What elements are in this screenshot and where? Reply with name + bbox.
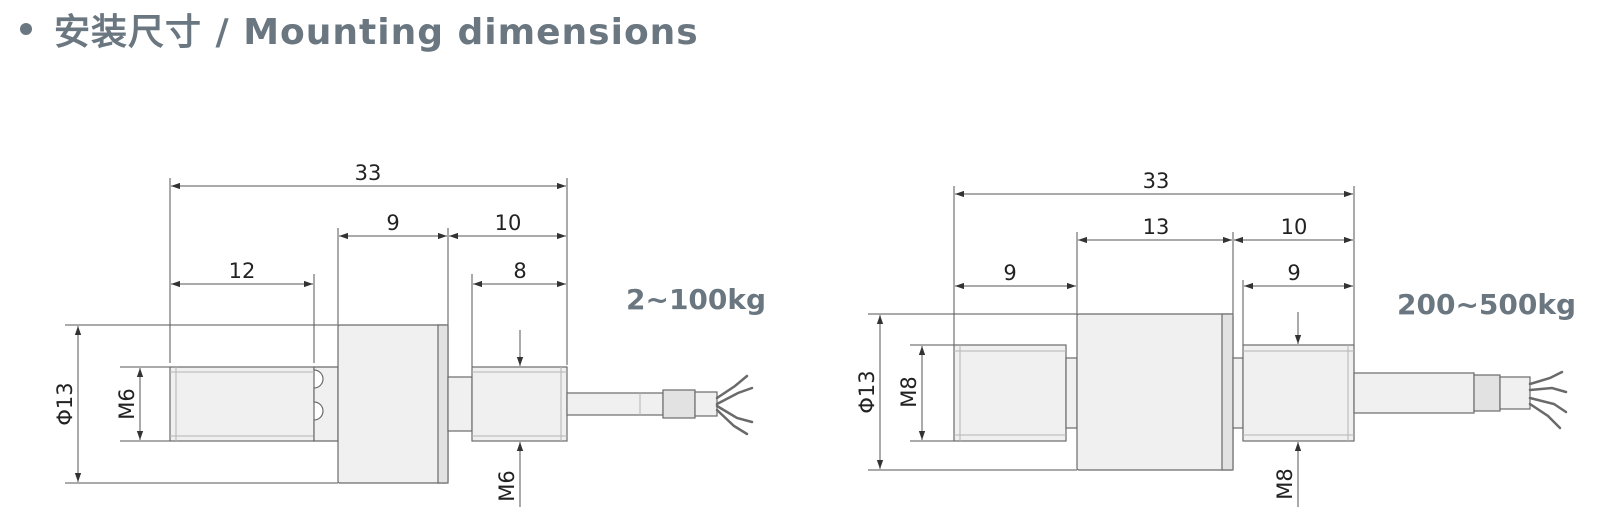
body-flange xyxy=(1221,313,1234,471)
range-label: 200~500kg xyxy=(1397,288,1576,321)
collar xyxy=(1232,357,1244,429)
sensor-large-drawing: 33 13 10 9 9 Φ13 M8 M8 200~500kg xyxy=(855,169,1576,507)
dimension-lines xyxy=(74,182,566,507)
cable-sleeve xyxy=(1473,374,1501,412)
neck xyxy=(1065,357,1078,429)
bullet-icon xyxy=(20,23,32,35)
dim-diameter-label: Φ13 xyxy=(53,382,77,425)
left-thread xyxy=(169,366,315,442)
dim-right-section-label: 10 xyxy=(1281,215,1308,239)
cable-braid xyxy=(1499,376,1531,410)
left-thread xyxy=(953,344,1067,442)
dim-left-thread-size-label: M6 xyxy=(115,388,139,419)
dim-right-thread-label: 9 xyxy=(1287,261,1300,285)
dimension-lines xyxy=(876,190,1353,507)
dim-body-label: 13 xyxy=(1143,215,1170,239)
dim-left-thread-label: 9 xyxy=(1003,261,1016,285)
collar xyxy=(447,376,473,432)
dim-total-label: 33 xyxy=(1143,169,1170,193)
section-header: 安装尺寸 / Mounting dimensions xyxy=(20,4,699,54)
body-flange xyxy=(437,324,449,484)
extension-lines xyxy=(65,178,568,484)
wire-ends xyxy=(715,374,754,436)
cable xyxy=(566,392,664,416)
neck xyxy=(313,366,339,442)
dim-diameter-label: Φ13 xyxy=(855,370,879,413)
dim-body-label: 9 xyxy=(386,211,399,235)
section-title: 安装尺寸 / Mounting dimensions xyxy=(54,12,699,53)
range-label: 2~100kg xyxy=(626,283,766,316)
thread-lines xyxy=(170,367,314,441)
wire-ends xyxy=(1528,370,1568,430)
right-thread xyxy=(1242,344,1355,442)
dim-right-thread-size-label: M8 xyxy=(1273,468,1297,499)
dim-total-label: 33 xyxy=(355,161,382,185)
body xyxy=(337,324,449,484)
dim-right-thread-label: 8 xyxy=(513,259,526,283)
cable-sleeve xyxy=(662,389,696,419)
dim-right-section-label: 10 xyxy=(495,211,522,235)
dim-right-thread-size-label: M6 xyxy=(495,470,519,501)
body xyxy=(1076,313,1234,471)
cable-braid xyxy=(694,391,718,417)
dim-left-thread-label: 12 xyxy=(229,259,256,283)
cable xyxy=(1353,372,1475,414)
dim-left-thread-size-label: M8 xyxy=(897,376,921,407)
sensor-small-drawing: 33 9 10 12 8 Φ13 M6 M6 2~100kg xyxy=(53,161,766,507)
right-thread xyxy=(471,366,568,442)
extension-lines xyxy=(868,186,1355,471)
